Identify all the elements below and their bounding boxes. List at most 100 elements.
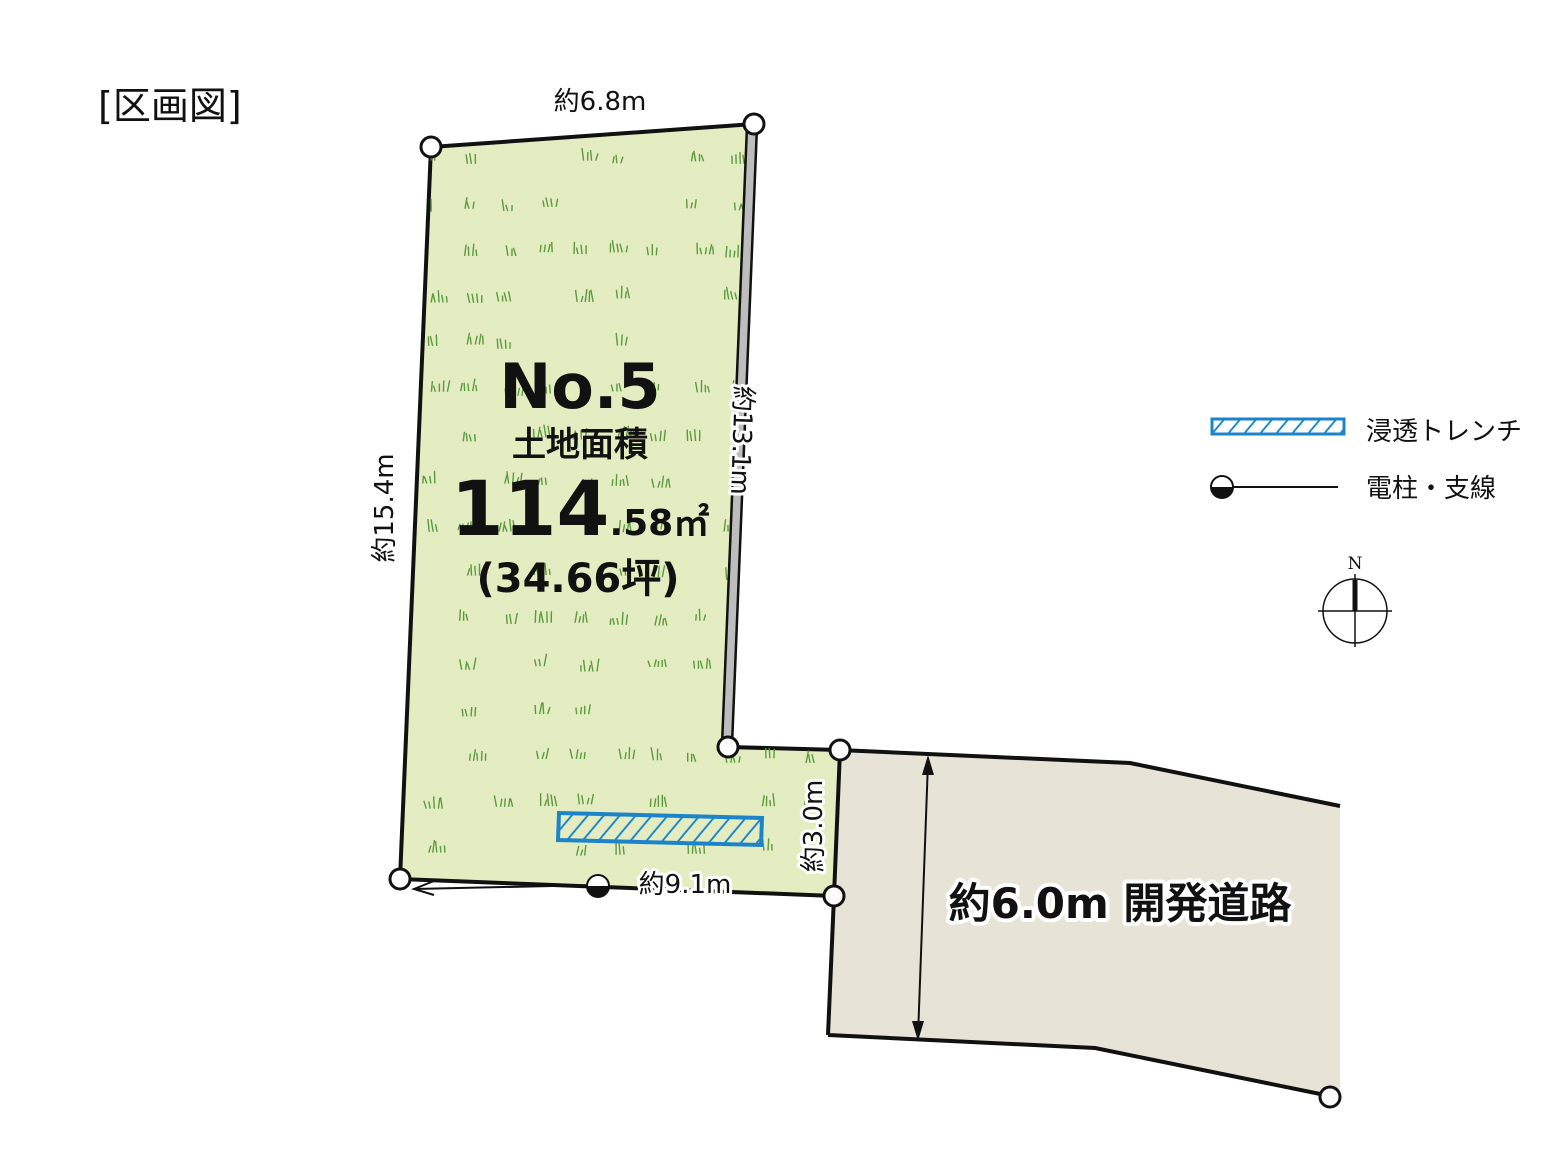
grass-tuft	[504, 471, 523, 484]
grass-tuft	[839, 429, 840, 440]
grass-tuft	[847, 520, 856, 531]
fence-outline-right	[730, 125, 759, 746]
grass-tuft	[693, 657, 712, 669]
arrowhead-bottom-icon	[912, 1021, 924, 1041]
corner-marker	[1318, 1085, 1342, 1109]
grass-tuft	[769, 660, 787, 671]
page-title: [区画図]	[98, 84, 242, 128]
grass-tuft	[575, 704, 591, 715]
grass-tuft	[461, 706, 477, 717]
legend-trench-label: 浸透トレンチ	[1366, 417, 1522, 447]
grass-tuft	[423, 796, 443, 809]
grass-tuft	[801, 701, 816, 715]
grass-tuft	[695, 608, 707, 621]
grass-tuft	[466, 292, 483, 304]
infiltration-trench	[555, 810, 765, 848]
fence-line	[722, 125, 757, 746]
grass-tuft	[725, 244, 740, 258]
grass-tuft	[572, 427, 588, 440]
grass-tuft	[615, 285, 631, 299]
dimension-top: 約6.8m	[554, 87, 647, 117]
lot-area-value: 114.58㎡	[451, 464, 709, 553]
grass-tuft	[496, 338, 511, 349]
grass-tuft	[842, 288, 860, 299]
grass-tuft	[763, 518, 773, 530]
grass-tuft	[464, 197, 475, 210]
road-area	[828, 750, 1340, 1098]
grass-tuft	[733, 202, 748, 211]
lot-area-tsubo: (34.66坪)	[476, 556, 679, 602]
grass-tuft	[687, 841, 706, 854]
grass-tuft	[501, 199, 513, 212]
lot-number: No.5	[499, 350, 660, 423]
grass-tuft	[804, 195, 820, 209]
road-edge-left	[826, 895, 836, 1036]
grass-tuft	[493, 795, 514, 807]
dimension-step: 約3.0m	[799, 780, 829, 873]
grass-tuft	[696, 242, 715, 255]
grass-tuft	[427, 334, 438, 347]
grass-tuft	[615, 842, 625, 855]
grass-tuft	[610, 382, 622, 392]
grass-tuft	[422, 470, 436, 484]
grass-tuft	[575, 844, 587, 856]
grass-tuft	[569, 748, 586, 760]
grass-tuft	[647, 658, 667, 668]
grass-tuft	[650, 747, 663, 761]
grass-tuft	[656, 519, 666, 530]
grass-tuft	[803, 290, 817, 303]
grass-tuft	[430, 380, 451, 393]
grass-tuft	[651, 475, 671, 488]
grass-tuft	[769, 382, 780, 397]
grass-tuft	[770, 339, 782, 349]
grass-tuft	[427, 519, 438, 532]
grass-tuft	[842, 663, 852, 672]
corner-marker	[388, 867, 412, 891]
corner-marker	[742, 112, 766, 136]
grass-tuft	[573, 241, 587, 255]
grass-tuft	[534, 609, 553, 623]
grass-tuft	[574, 288, 594, 303]
grass-tuft	[618, 519, 632, 533]
corner-marker	[828, 738, 852, 762]
fence-outline-left	[720, 125, 749, 746]
road-width-arrow	[917, 761, 929, 1037]
grass-tuft	[495, 291, 512, 302]
grass-tuft	[731, 151, 751, 165]
grass-tuft	[848, 154, 865, 166]
grass-tuft	[619, 568, 631, 576]
road-label: 約6.0m 開発道路	[949, 879, 1293, 928]
arrowhead-top-icon	[922, 755, 934, 775]
grass-tuft	[580, 658, 600, 672]
grass-tuft	[686, 429, 701, 442]
corner-marker	[716, 735, 740, 759]
grass-tuft	[464, 243, 478, 256]
compass-icon: N	[1318, 554, 1392, 647]
grass-tuft	[577, 793, 595, 805]
grass-tuft	[797, 429, 818, 442]
road-edge-top	[838, 748, 1341, 808]
grass-tuft	[806, 658, 827, 672]
guy-wire-arrow-icon	[410, 880, 435, 896]
grass-tuft	[428, 839, 446, 853]
grass-tuft	[801, 382, 821, 395]
grass-tuft	[618, 747, 636, 760]
grass-tuft	[685, 199, 697, 209]
grass-tuft	[504, 384, 525, 397]
grass-tuft	[505, 245, 517, 257]
grass-tuft	[611, 474, 629, 487]
grass-tuft	[694, 379, 711, 393]
grass-tuft	[800, 517, 818, 532]
grass-tuft	[574, 611, 588, 623]
lot-area-label: 土地面積	[512, 425, 648, 465]
grass-tuft	[617, 425, 635, 437]
grass-tuft	[536, 747, 550, 760]
grass-tuft	[838, 383, 840, 395]
grass-tuft	[649, 382, 660, 391]
dimension-bottom: 約9.1m	[639, 870, 732, 900]
grass-tuft	[804, 798, 816, 810]
grass-tuft	[498, 518, 516, 532]
grass-tuft	[533, 563, 551, 576]
corner-markers	[388, 112, 1342, 1109]
legend-pole-label: 電柱・支線	[1366, 474, 1496, 504]
